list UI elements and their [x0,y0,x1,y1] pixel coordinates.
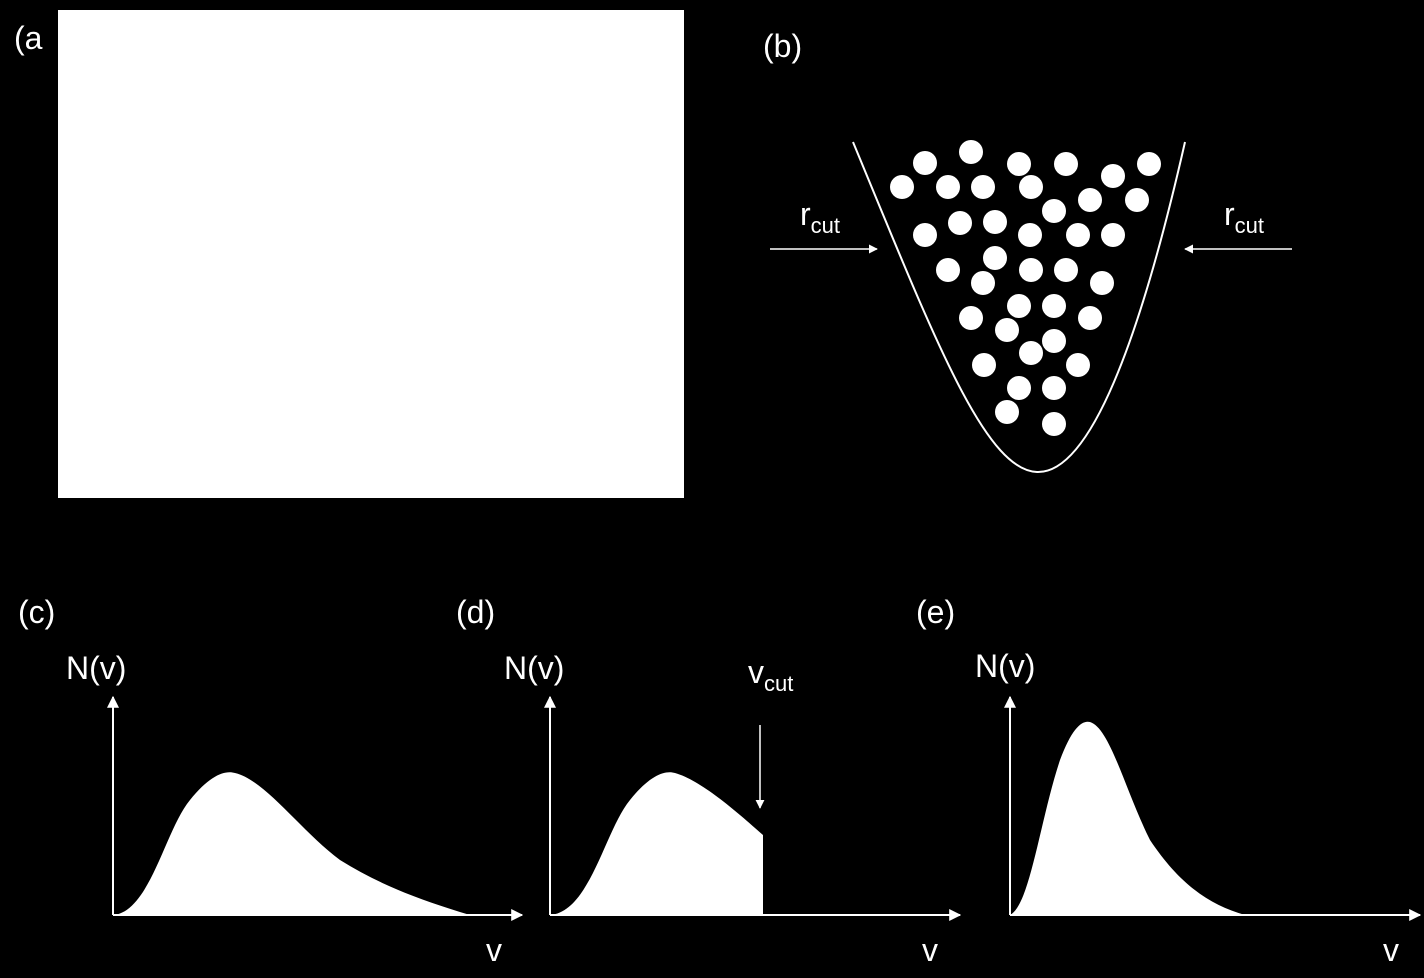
atom [1078,188,1102,212]
panel-a-label: (a [14,20,43,56]
atom [1019,175,1043,199]
atom [1054,258,1078,282]
atom [1007,376,1031,400]
atom [1054,152,1078,176]
atom [1066,353,1090,377]
trap-potential-curve [852,141,1186,474]
panel-e-distribution [1010,721,1245,915]
atom [983,210,1007,234]
atom [1042,199,1066,223]
atom [890,175,914,199]
atom [1042,294,1066,318]
atom [972,353,996,377]
rcut-right-label: rcut [1224,196,1265,238]
atom [959,140,983,164]
atom [983,246,1007,270]
atom [1018,223,1042,247]
atom [995,318,1019,342]
atom [1019,341,1043,365]
panel-c-ylabel: N(v) [66,650,127,686]
atom [1078,306,1102,330]
atom [1019,258,1043,282]
atom [1090,271,1114,295]
panel-e-xlabel: v [1383,932,1399,968]
atom [1101,223,1125,247]
atom [1042,412,1066,436]
panel-d-truncated-distribution [550,772,763,915]
atom [1066,223,1090,247]
panel-b-label: (b) [763,28,803,64]
atom [1042,376,1066,400]
atom [995,400,1019,424]
rcut-left-label: rcut [800,196,841,238]
atoms-group [890,140,1161,436]
atom [913,223,937,247]
atom [948,211,972,235]
atom [936,175,960,199]
panel-c-xlabel: v [486,932,502,968]
atom [1042,329,1066,353]
atom [1137,152,1161,176]
atom [1101,164,1125,188]
atom [1125,188,1149,212]
panel-c-label: (c) [18,594,56,630]
panel-d-ylabel: N(v) [504,650,565,686]
atom [959,306,983,330]
atom [971,175,995,199]
vcut-label: vcut [748,654,794,696]
panel-d-xlabel: v [922,932,938,968]
panel-e-ylabel: N(v) [975,648,1036,684]
atom [971,271,995,295]
atom [936,258,960,282]
atom [913,151,937,175]
atom [1007,294,1031,318]
panel-e-label: (e) [916,594,956,630]
panel-d-label: (d) [456,594,496,630]
atom [1007,152,1031,176]
panel-c-distribution [113,772,470,915]
panel-a-image [58,10,684,498]
